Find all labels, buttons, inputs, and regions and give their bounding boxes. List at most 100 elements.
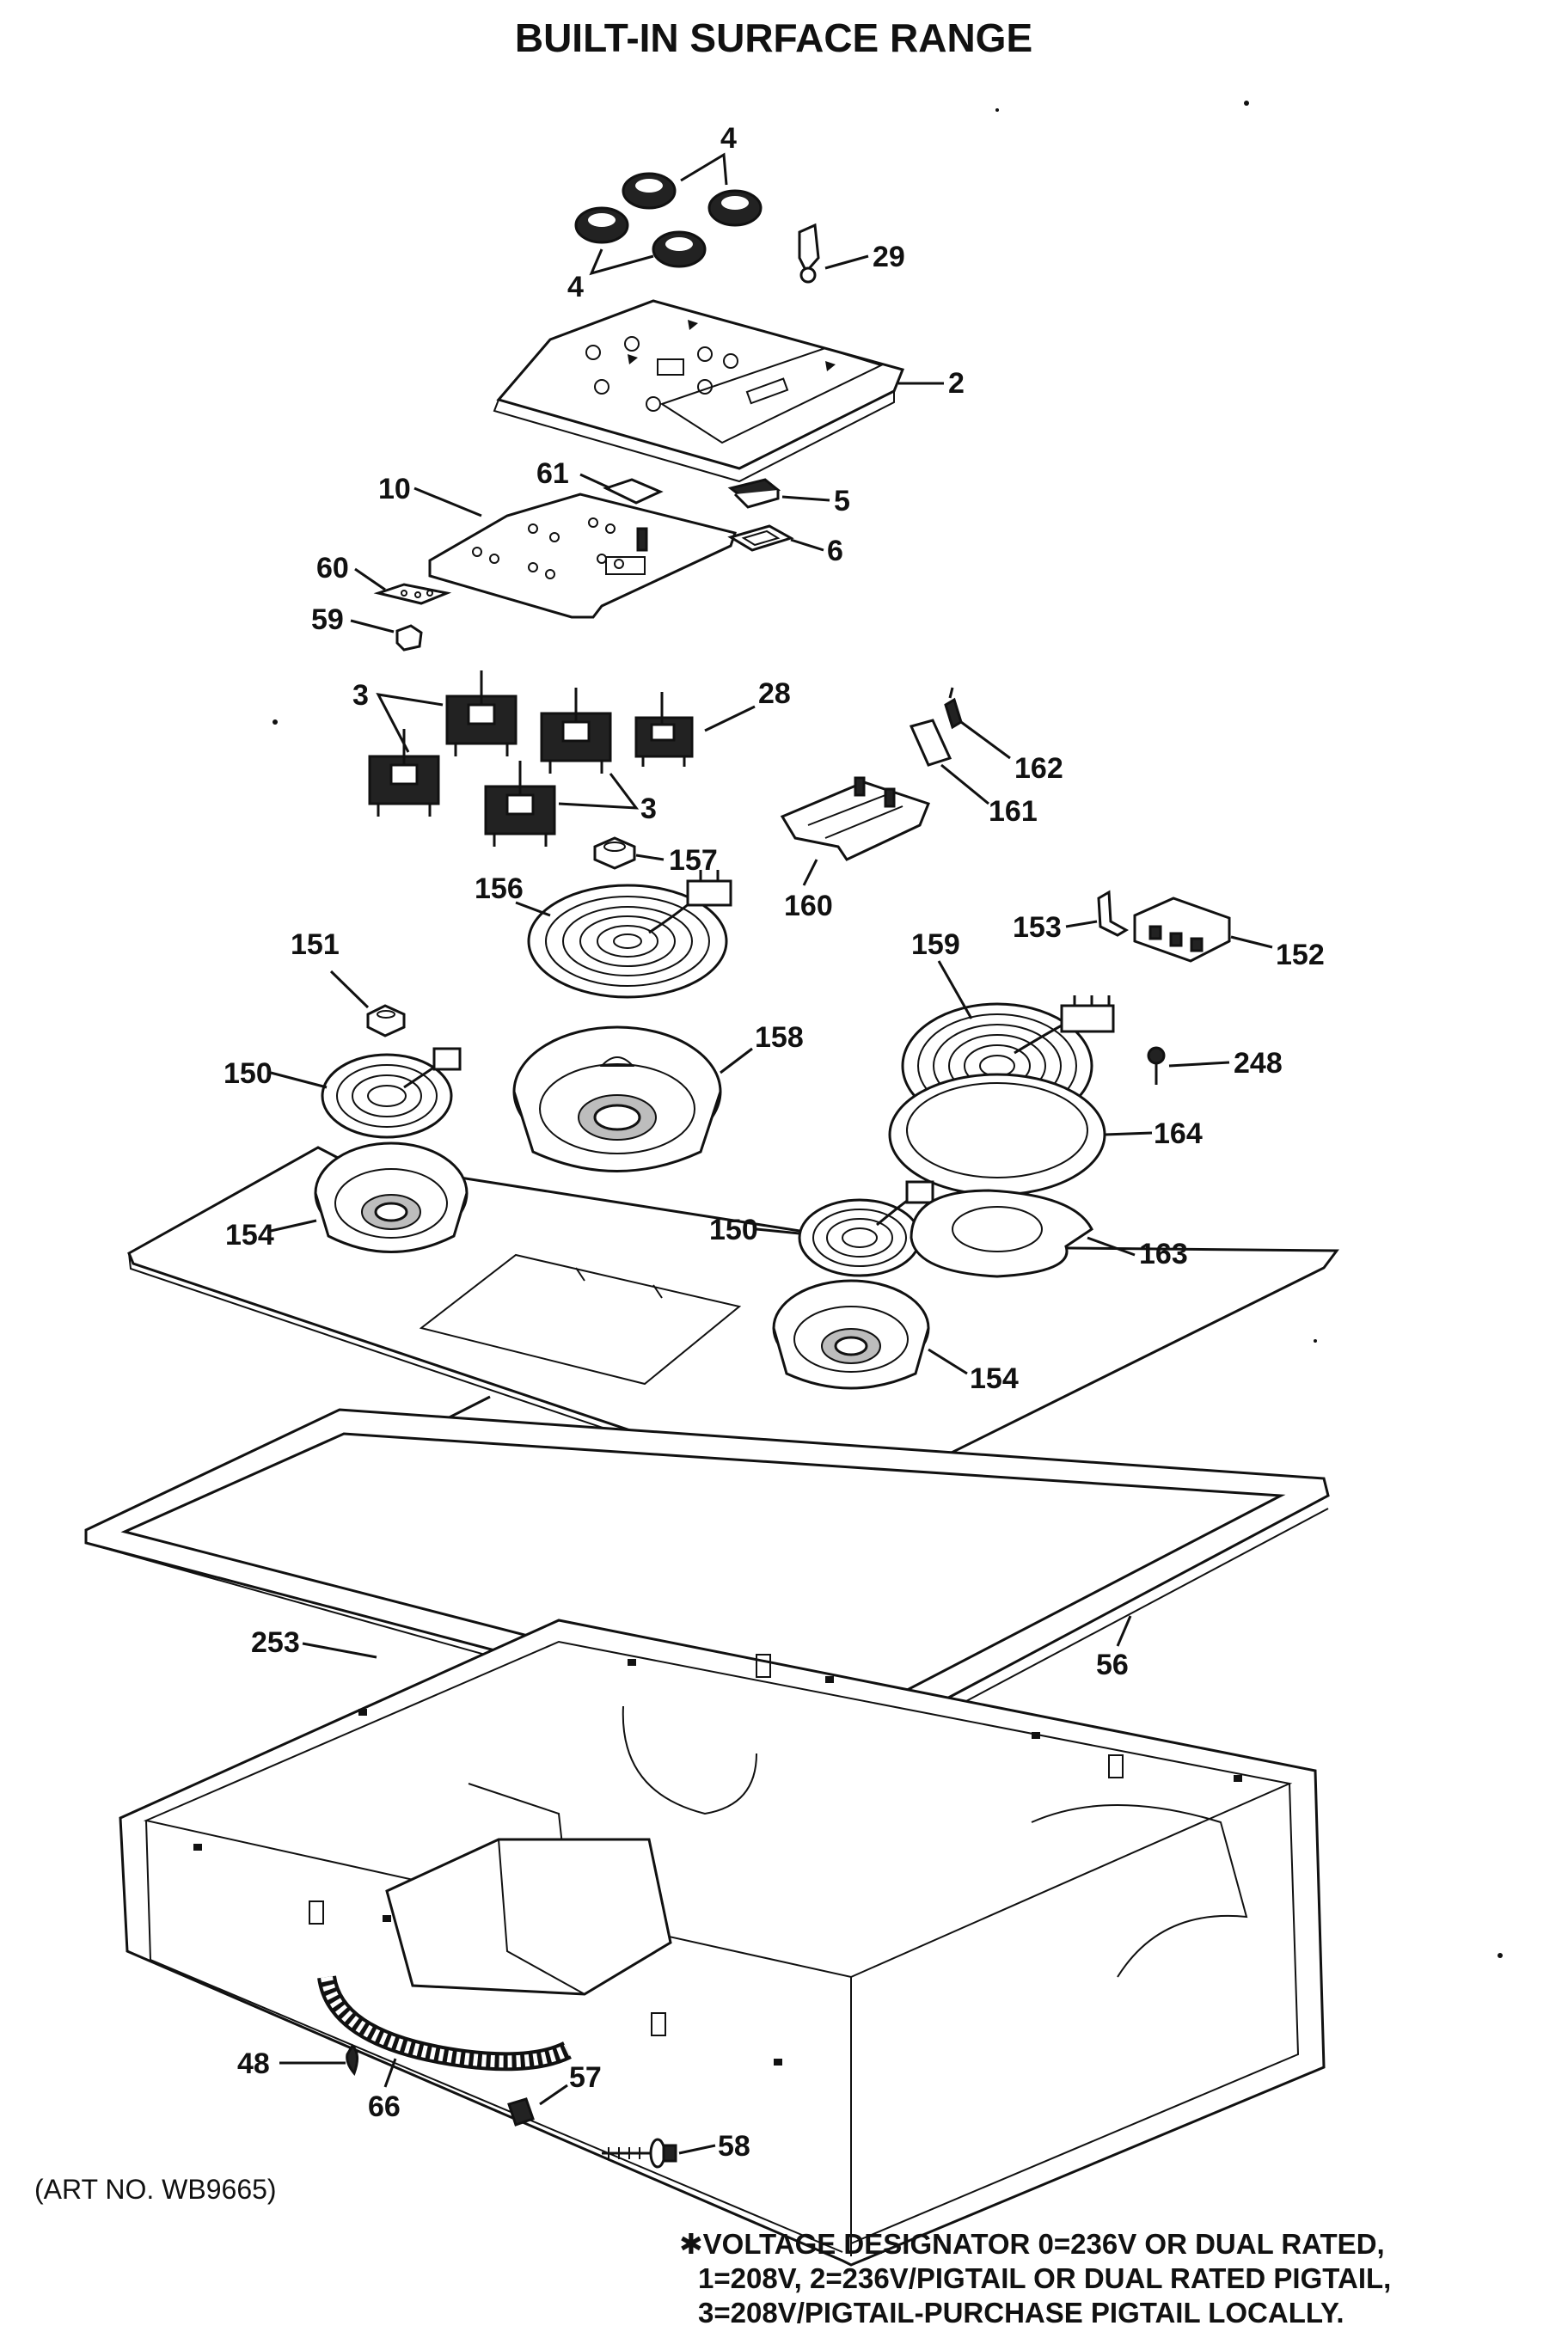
part-28-switch [634,692,694,767]
callout-151: 151 [291,928,340,961]
callout-154-right: 154 [970,1362,1019,1395]
footnote-line-2: 1=208V, 2=236V/PIGTAIL OR DUAL RATED PIG… [698,2262,1391,2294]
diagram-title: BUILT-IN SURFACE RANGE [515,15,1032,60]
knob [622,172,677,210]
leader-29 [824,254,869,270]
leader-150-left [270,1071,328,1089]
part-156-surface-unit [527,870,732,999]
part-61-clip [603,478,664,505]
part-29-pointer [798,223,820,284]
callout-161: 161 [989,795,1038,828]
part-2-control-panel [493,299,905,483]
part-10-bracket-plate [428,493,737,619]
callout-162: 162 [1014,752,1063,785]
callout-66: 66 [368,2090,401,2123]
callout-3-right: 3 [640,793,657,825]
callout-58: 58 [718,2130,750,2163]
part-248-screw [1147,1046,1166,1085]
leader-150-right [756,1227,800,1235]
speck [1244,101,1249,106]
leader-56 [1116,1615,1132,1647]
part-151-receptacle [366,1004,406,1037]
part-154-drip-pan-left [314,1141,469,1253]
callout-150-left: 150 [224,1057,273,1090]
part-163-insulator [910,1189,1093,1278]
leader-154-right [928,1348,968,1375]
part-157-receptacle [593,836,636,870]
art-number: (ART NO. WB9665) [34,2174,277,2205]
switch [445,670,518,756]
footnote-line-1: ✱VOLTAGE DESIGNATOR 0=236V OR DUAL RATED… [679,2228,1385,2260]
part-150-surface-unit-left [321,1047,462,1139]
leader-161 [940,763,989,805]
callout-61: 61 [536,457,569,490]
callout-154-left: 154 [225,1219,274,1252]
leader-59 [350,619,395,633]
callout-153: 153 [1013,911,1062,944]
speck [273,719,278,725]
callout-248: 248 [1234,1047,1283,1080]
callout-160: 160 [784,890,833,922]
part-59-nut [395,624,423,652]
callout-60: 60 [316,552,349,584]
callout-163: 163 [1139,1238,1188,1270]
speck [1314,1339,1317,1343]
callout-56: 56 [1096,1649,1129,1681]
callout-152: 152 [1276,939,1325,971]
part-150-surface-unit-right [798,1180,934,1277]
part-57-nut [507,2097,535,2127]
leader-28 [704,705,756,732]
callout-157: 157 [669,844,718,877]
leader-10 [413,487,482,517]
switch [484,761,556,847]
part-152-terminal-block [1133,897,1231,963]
leader-163 [1087,1236,1136,1257]
switch [540,688,612,774]
callout-4-top: 4 [720,122,737,155]
leader-164 [1104,1131,1153,1136]
leader-153 [1065,920,1098,928]
leader-248 [1168,1061,1230,1068]
callout-156: 156 [475,872,524,905]
speck [995,108,999,112]
callout-5: 5 [834,485,850,517]
knob [707,189,763,227]
part-3-infinite-switches [368,670,612,847]
callout-159: 159 [911,928,960,961]
leader-60 [354,567,386,591]
footnote-line-3: 3=208V/PIGTAIL-PURCHASE PIGTAIL LOCALLY. [698,2297,1344,2329]
part-6-bezel [727,524,794,552]
callout-28: 28 [758,677,791,710]
callout-253: 253 [251,1626,300,1659]
leader-knobs-top [680,152,728,186]
leader-156 [515,901,551,917]
leader-57 [539,2084,568,2106]
part-153-bracket [1097,890,1129,937]
callout-48: 48 [237,2047,270,2080]
leader-knobs-bottom [589,248,654,276]
speck [1498,1953,1503,1958]
callout-3-left: 3 [352,679,369,712]
knob [574,206,629,244]
leader-6 [790,538,824,552]
callout-59: 59 [311,603,344,636]
leader-58 [678,2144,716,2155]
callout-10: 10 [378,473,411,505]
part-162-terminal [944,687,963,730]
leader-3-left [376,693,444,753]
callout-150-right: 150 [709,1214,758,1246]
leader-253 [302,1642,377,1659]
leader-158 [720,1047,753,1074]
part-60-plate [373,583,452,605]
part-164-trim-ring [888,1073,1106,1197]
callout-158: 158 [755,1021,804,1054]
leader-5 [781,495,830,502]
callout-6: 6 [827,535,843,567]
part-58-screw [602,2138,677,2169]
leader-162 [960,720,1011,760]
callout-4-bottom: 4 [567,271,584,303]
callout-164: 164 [1154,1117,1203,1150]
leader-154-left [270,1219,317,1233]
